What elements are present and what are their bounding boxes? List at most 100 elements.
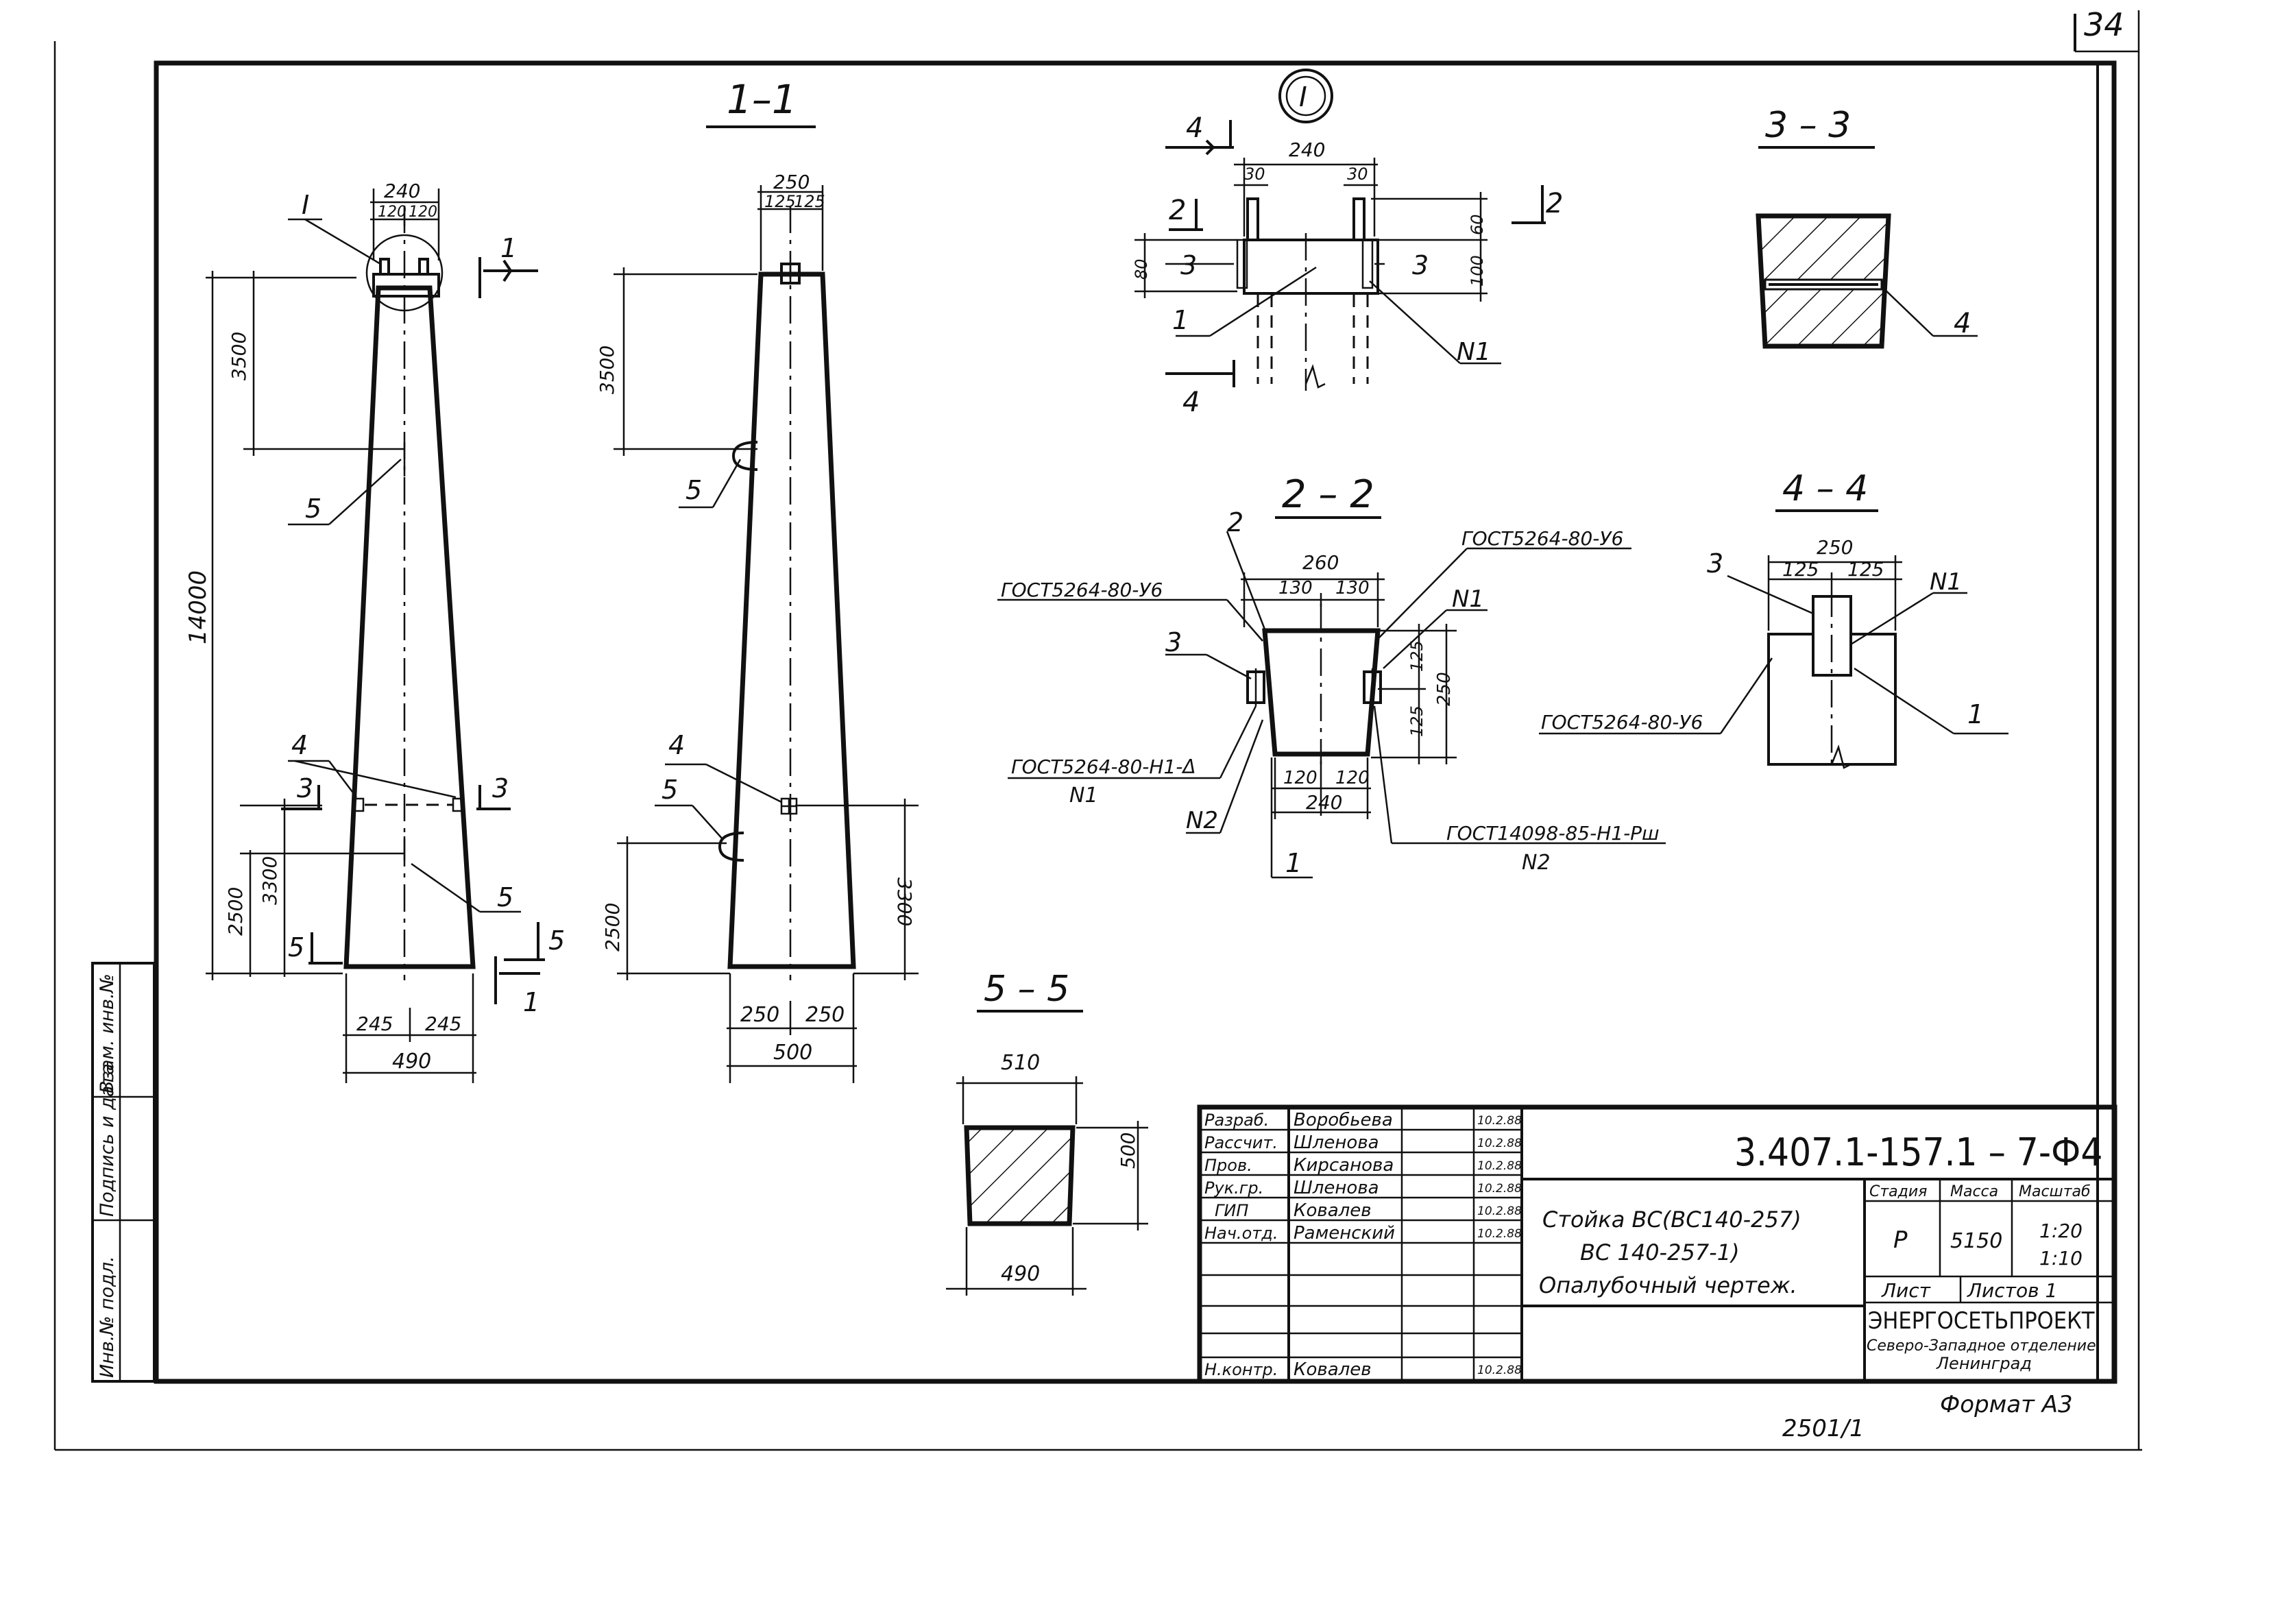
section-mark-1-top: 1 bbox=[478, 233, 538, 298]
section-22-callout-1: 1 bbox=[1285, 848, 1302, 878]
stamp-inv-replace: Взам. инв.№ bbox=[97, 973, 118, 1093]
front-callout-detail: I bbox=[302, 190, 309, 220]
front-dim-top-right: 120 bbox=[409, 204, 437, 221]
tb-date-5: 10.2.88 bbox=[1477, 1227, 1522, 1241]
svg-text:3: 3 bbox=[297, 773, 313, 803]
tb-scale-1: 1:20 bbox=[2039, 1220, 2083, 1242]
section-44-callout-n1: N1 bbox=[1930, 568, 1962, 596]
section-22-callout-n1: N1 bbox=[1452, 585, 1484, 613]
section-44-dim-right: 125 bbox=[1847, 558, 1884, 581]
section-22-note-g3-n: N1 bbox=[1069, 784, 1098, 808]
section-22-callout-n2: N2 bbox=[1186, 807, 1218, 834]
svg-text:5: 5 bbox=[548, 925, 565, 956]
section-mark-2-right: 2 bbox=[1512, 185, 1563, 224]
section-22-dim-right-total: 250 bbox=[1434, 672, 1455, 706]
svg-text:4: 4 bbox=[1186, 112, 1203, 144]
front-view: 240 120 120 14000 3500 2500 3300 245 245… bbox=[184, 180, 565, 1083]
section-44-callout-3: 3 bbox=[1707, 548, 1723, 579]
section-55-title: 5 – 5 bbox=[984, 969, 1069, 1010]
tb-name-1: Шленова bbox=[1294, 1132, 1379, 1153]
section-22-dim-top: 260 bbox=[1302, 551, 1339, 574]
section-22-dim-top-right: 130 bbox=[1335, 578, 1370, 598]
side-dim-top-offset: 3500 bbox=[596, 346, 618, 394]
tb-scale-2: 1:10 bbox=[2039, 1247, 2083, 1270]
side-stamp: Инв.№ подл. Подпись и дата Взам. инв.№ bbox=[91, 962, 156, 1383]
front-callout-5a: 5 bbox=[305, 494, 321, 524]
section-22-callout-2: 2 bbox=[1227, 507, 1243, 537]
detail-callout-3b: 3 bbox=[1412, 250, 1429, 280]
section-mark-3-right: 3 bbox=[476, 773, 511, 810]
section-mark-5-left: 5 bbox=[288, 932, 343, 965]
detail-dim-h-right-a: 60 bbox=[1468, 214, 1487, 235]
tb-description-2: ВС 140-257-1) bbox=[1580, 1239, 1740, 1265]
section-22-dim-top-left: 130 bbox=[1278, 578, 1313, 598]
section-22-note-g2: ГОСТ5264-80-У6 bbox=[1461, 527, 1623, 550]
tb-role-2: Пров. bbox=[1204, 1156, 1252, 1175]
section-55-dim-top: 510 bbox=[1001, 1051, 1040, 1075]
detail-callout-1: 1 bbox=[1172, 305, 1189, 335]
svg-text:3: 3 bbox=[492, 773, 509, 803]
section-mark-1-bottom: 1 bbox=[494, 956, 540, 1017]
side-dim-bot-left: 250 bbox=[740, 1003, 779, 1027]
format-label: Формат А3 bbox=[1940, 1391, 2073, 1418]
side-dim-mid-a: 2500 bbox=[601, 903, 624, 952]
stamp-inv-orig: Инв.№ подл. bbox=[97, 1256, 118, 1378]
tb-stage-label: Стадия bbox=[1869, 1183, 1927, 1200]
title-block: Разраб. Воробьева 10.2.88 Рассчит. Шлено… bbox=[1197, 1104, 2117, 1384]
section-22-dim-right-a: 125 bbox=[1407, 640, 1427, 672]
tb-description-3: Опалубочный чертеж. bbox=[1539, 1272, 1797, 1298]
tb-sheets-label: Листов 1 bbox=[1967, 1279, 2057, 1302]
side-view-1-1: 1–1 250 125 125 3500 2500 3300 bbox=[596, 76, 919, 1083]
side-dim-bot-total: 500 bbox=[773, 1041, 812, 1065]
tb-norm-date: 10.2.88 bbox=[1477, 1364, 1522, 1377]
side-dim-top-left: 125 bbox=[764, 192, 796, 211]
side-dim-top-total: 250 bbox=[773, 171, 810, 193]
side-dim-mid-b: 3300 bbox=[893, 877, 916, 926]
section-44-callout-1: 1 bbox=[1967, 699, 1984, 729]
tb-role-5: Нач.отд. bbox=[1204, 1224, 1278, 1243]
section-mark-4-bottom: 4 bbox=[1165, 360, 1235, 418]
tb-role-4: ГИП bbox=[1215, 1201, 1248, 1220]
tb-org-sub-2: Ленинград bbox=[1936, 1354, 2032, 1373]
detail-dim-h-left: 80 bbox=[1132, 258, 1151, 280]
section-22-dim-bot-left: 120 bbox=[1283, 768, 1318, 788]
detail-dim-left: 30 bbox=[1244, 165, 1265, 184]
section-33-callout-4: 4 bbox=[1954, 308, 1971, 339]
front-dim-top-offset: 3500 bbox=[228, 332, 250, 380]
tb-mass-label: Масса bbox=[1950, 1183, 1998, 1200]
detail-I: I 240 30 30 80 60 100 3 3 bbox=[1132, 69, 1563, 418]
detail-I-title: I bbox=[1299, 82, 1307, 113]
tb-date-1: 10.2.88 bbox=[1477, 1137, 1522, 1150]
tb-org: ЭНЕРГОСЕТЬПРОЕКТ bbox=[1868, 1307, 2095, 1335]
sheet-number: 34 bbox=[2084, 6, 2124, 43]
section-44-note-g1: ГОСТ5264-80-У6 bbox=[1541, 711, 1703, 734]
tb-stage: Р bbox=[1893, 1226, 1908, 1254]
tb-mass: 5150 bbox=[1950, 1229, 2002, 1253]
tb-name-5: Раменский bbox=[1294, 1223, 1395, 1244]
tb-role-1: Рассчит. bbox=[1204, 1133, 1278, 1152]
section-mark-5-right: 5 bbox=[504, 922, 565, 961]
front-dim-top-total: 240 bbox=[384, 180, 420, 202]
section-44-dim-total: 250 bbox=[1817, 536, 1853, 559]
tb-date-2: 10.2.88 bbox=[1477, 1159, 1522, 1173]
tb-name-4: Ковалев bbox=[1294, 1200, 1372, 1221]
section-22-note-g1: ГОСТ5264-80-У6 bbox=[1001, 579, 1163, 601]
section-22-dim-bot-right: 120 bbox=[1335, 768, 1370, 788]
section-4-4: 4 – 4 250 125 125 3 N1 ГОСТ5264-80-У6 1 bbox=[1539, 468, 2008, 769]
svg-text:5: 5 bbox=[288, 932, 304, 962]
tb-date-3: 10.2.88 bbox=[1477, 1182, 1522, 1196]
front-dim-top-left: 120 bbox=[378, 204, 406, 221]
section-22-dim-right-b: 125 bbox=[1407, 705, 1427, 737]
side-callout-4: 4 bbox=[668, 730, 685, 760]
section-22-dim-bot-total: 240 bbox=[1306, 791, 1342, 814]
tb-role-0: Разраб. bbox=[1204, 1111, 1269, 1130]
detail-callout-3a: 3 bbox=[1180, 250, 1197, 280]
section-33-title: 3 – 3 bbox=[1765, 105, 1851, 146]
bottom-ref: 2501/1 bbox=[1782, 1415, 1865, 1442]
tb-scale-label: Масштаб bbox=[2019, 1183, 2091, 1200]
section-mark-4-top: 4 bbox=[1165, 112, 1234, 156]
tb-document-code: 3.407.1-157.1 – 7-Ф4 bbox=[1734, 1130, 2102, 1175]
side-view-title: 1–1 bbox=[727, 76, 797, 123]
section-22-callout-3: 3 bbox=[1165, 627, 1182, 657]
